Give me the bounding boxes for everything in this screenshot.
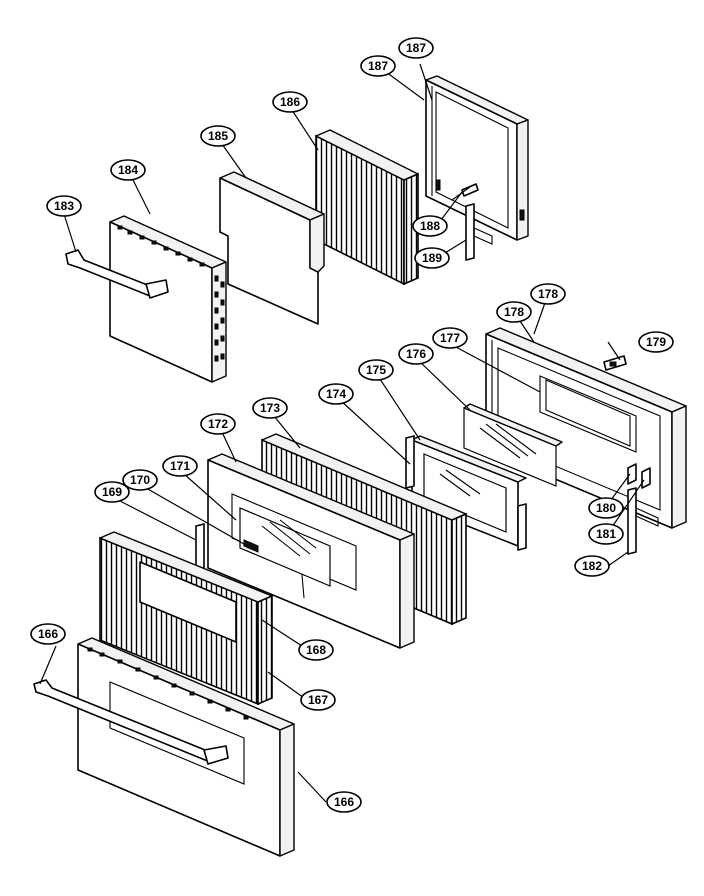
callout-171: 171: [162, 455, 198, 477]
part-184-outer-door-panel: [109, 215, 227, 383]
callout-number: 177: [440, 331, 460, 345]
callout-178: 178: [530, 283, 566, 305]
callout-182: 182: [574, 555, 610, 577]
callout-179: 179: [638, 331, 674, 353]
callout-181: 181: [588, 523, 624, 545]
callout-number: 181: [596, 527, 616, 541]
callout-187: 187: [360, 55, 396, 77]
callout-labels: 166 166 167 168 169 170 171 172 173 174 175 176 177 1…: [30, 37, 674, 813]
callout-number: 176: [406, 347, 426, 361]
callout-number: 178: [504, 305, 524, 319]
callout-number: 180: [596, 501, 616, 515]
callout-169: 169: [94, 481, 130, 503]
callout-number: 189: [422, 251, 442, 265]
callout-number: 169: [102, 485, 122, 499]
callout-number: 168: [306, 643, 326, 657]
part-189-hinge: [465, 203, 493, 261]
part-180-bracket: [627, 463, 637, 485]
part-183-door-handle: [65, 249, 169, 299]
callout-number: 166: [38, 627, 58, 641]
callout-number: 184: [118, 163, 138, 177]
part-179-latch-clip: [603, 355, 627, 371]
part-187-inner-door-liner: [425, 75, 529, 241]
part-171-window-glass: [239, 507, 331, 587]
part-186-insulation: [315, 129, 419, 286]
callout-number: 178: [538, 287, 558, 301]
callout-166: 166: [326, 791, 362, 813]
callout-number: 179: [646, 335, 666, 349]
callout-number: 170: [130, 473, 150, 487]
callout-number: 185: [208, 129, 228, 143]
part-185-inner-panel: [219, 171, 325, 325]
callout-188: 188: [412, 215, 448, 237]
callout-number: 183: [54, 199, 74, 213]
callout-number: 166: [334, 795, 354, 809]
part-167-door-handle: [33, 679, 229, 765]
callout-170: 170: [122, 469, 158, 491]
part-182-hinge: [627, 487, 659, 555]
callout-168: 168: [298, 639, 334, 661]
callout-173: 173: [252, 397, 288, 419]
callout-number: 188: [420, 219, 440, 233]
callout-186: 186: [272, 91, 308, 113]
callout-number: 171: [170, 459, 190, 473]
callout-178: 178: [496, 301, 532, 323]
callout-number: 187: [368, 59, 388, 73]
part-177-inner-glass: [463, 403, 563, 487]
callout-176: 176: [398, 343, 434, 365]
callout-174: 174: [318, 383, 354, 405]
part-168-insulation: [99, 531, 273, 706]
callout-167: 167: [300, 689, 336, 711]
callout-number: 187: [406, 41, 426, 55]
callout-number: 186: [280, 95, 300, 109]
part-169-side-bracket: [195, 523, 205, 573]
callout-number: 174: [326, 387, 346, 401]
callout-number: 173: [260, 401, 280, 415]
part-175-glass-frame: [405, 435, 527, 551]
callout-177: 177: [432, 327, 468, 349]
callout-172: 172: [200, 413, 236, 435]
callout-185: 185: [200, 125, 236, 147]
callout-number: 167: [308, 693, 328, 707]
callout-187: 187: [398, 37, 434, 59]
callout-189: 189: [414, 247, 450, 269]
part-181-bracket: [641, 467, 651, 489]
callout-number: 182: [582, 559, 602, 573]
callout-166: 166: [30, 623, 66, 645]
callout-number: 172: [208, 417, 228, 431]
callout-number: 175: [366, 363, 386, 377]
callout-184: 184: [110, 159, 146, 181]
callout-175: 175: [358, 359, 394, 381]
callout-183: 183: [46, 195, 82, 217]
callout-180: 180: [588, 497, 624, 519]
